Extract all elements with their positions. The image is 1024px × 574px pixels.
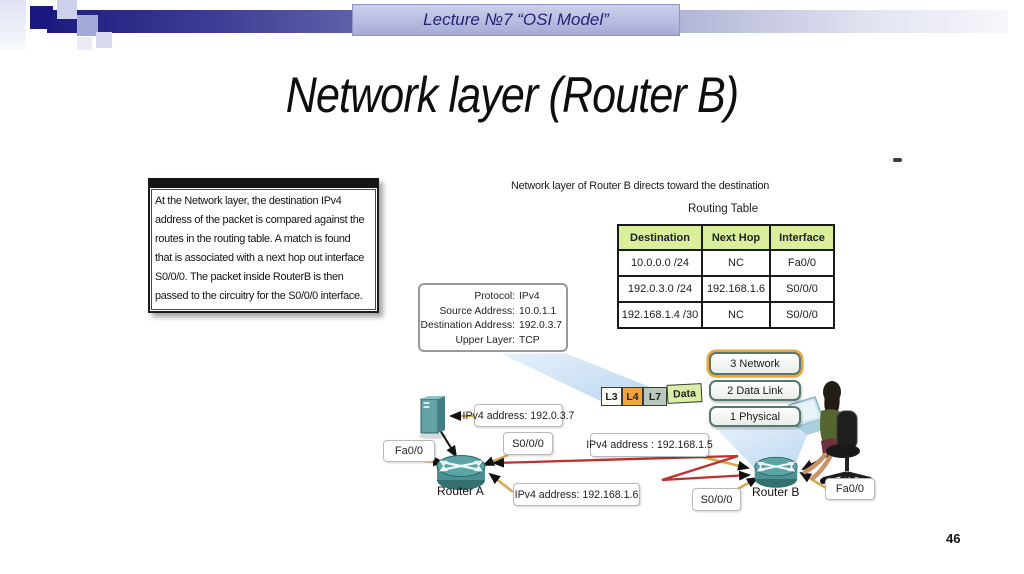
pdu-l4-segment: L4	[622, 387, 643, 406]
table-cell: S0/0/0	[769, 301, 835, 329]
table-row: 192.0.3.0 /24 192.168.1.6 S0/0/0	[617, 275, 835, 303]
serial-link-line	[492, 454, 751, 482]
decoration-square	[96, 32, 112, 48]
column-header: Interface	[769, 224, 835, 251]
text-line: routes in the routing table. A match is …	[155, 233, 351, 245]
stray-mark	[893, 158, 902, 162]
packet-field: Source Address: 10.0.1.1	[420, 305, 566, 320]
text-line: address of the packet is compared agains…	[155, 214, 365, 226]
label-s000-right: S0/0/0	[692, 488, 741, 511]
table-cell: 10.0.0.0 /24	[617, 249, 703, 277]
page-title: Network layer (Router B)	[285, 67, 739, 123]
table-header-row: Destination Next Hop Interface	[617, 224, 835, 251]
field-label: Destination Address:	[420, 320, 515, 331]
lecture-header: Lecture №7 “OSI Model”	[352, 4, 680, 36]
decoration-square	[77, 37, 92, 50]
routing-table-title: Routing Table	[688, 203, 759, 215]
label-fa00-right: Fa0/0	[825, 478, 875, 500]
pdu-l3-segment: L3	[601, 387, 622, 406]
label-s000-left: S0/0/0	[503, 432, 553, 455]
packet-field: Destination Address: 192.0.3.7	[420, 319, 566, 334]
decoration-square	[30, 6, 53, 29]
decoration-strip	[0, 0, 26, 50]
column-header: Destination	[617, 224, 703, 251]
routing-table: Destination Next Hop Interface 10.0.0.0 …	[617, 224, 835, 329]
field-label: Protocol:	[474, 291, 515, 302]
pdu-data-segment: Data	[666, 383, 703, 404]
table-cell: 192.0.3.0 /24	[617, 275, 703, 303]
table-cell: Fa0/0	[769, 249, 835, 277]
user-at-desk-icon	[788, 381, 874, 487]
field-value: 10.0.1.1	[519, 305, 557, 317]
table-cell: S0/0/0	[769, 275, 835, 303]
router-a-name: Router A	[437, 484, 484, 498]
label-fa00-left: Fa0/0	[383, 440, 435, 462]
decoration-square	[77, 15, 98, 36]
table-cell: 192.168.1.4 /30	[617, 301, 703, 329]
table-cell: NC	[701, 301, 771, 329]
column-header: Next Hop	[701, 224, 771, 251]
page-number: 46	[946, 531, 961, 546]
explanation-text: At the Network layer, the destination IP…	[151, 189, 376, 310]
text-line: that is associated with a next hop out i…	[155, 252, 364, 264]
server-icon	[419, 396, 447, 439]
router-b-name: Router B	[752, 485, 800, 499]
pdu-l7-segment: L7	[643, 387, 667, 406]
table-row: 10.0.0.0 /24 NC Fa0/0	[617, 249, 835, 277]
packet-field: Protocol: IPv4	[420, 290, 566, 305]
table-cell: 192.168.1.6	[701, 275, 771, 303]
text-line: passed to the circuitry for the S0/0/0 i…	[155, 290, 363, 302]
osi-layer-2-datalink: 2 Data Link	[709, 380, 801, 401]
decoration-square	[57, 0, 77, 19]
text-line: At the Network layer, the destination IP…	[155, 195, 342, 207]
field-value: IPv4	[519, 291, 540, 302]
osi-layer-3-network: 3 Network	[709, 352, 801, 375]
osi-layer-1-physical: 1 Physical	[709, 406, 801, 427]
table-row: 192.168.1.4 /30 NC S0/0/0	[617, 301, 835, 329]
field-value: 192.0.3.7	[519, 320, 562, 331]
packet-field: Upper Layer: TCP	[420, 334, 566, 349]
text-line: S0/0/0. The packet inside RouterB is the…	[155, 271, 344, 283]
label-ipv4-link-15: IPv4 address : 192.168.1.5	[586, 433, 713, 457]
field-label: Source Address:	[439, 305, 515, 317]
diagram-caption: Network layer of Router B directs toward…	[511, 180, 770, 192]
packet-info-box: Protocol: IPv4 Source Address: 10.0.1.1 …	[418, 283, 568, 352]
table-cell: NC	[701, 249, 771, 277]
field-value: TCP	[519, 334, 540, 346]
field-label: Upper Layer:	[455, 334, 515, 346]
label-ipv4-link-16: IPv4 address: 192.168.1.6	[513, 483, 640, 506]
label-ipv4-server: IPv4 address: 192.0.3.7	[463, 404, 574, 427]
explanation-textbox: At the Network layer, the destination IP…	[148, 178, 379, 313]
